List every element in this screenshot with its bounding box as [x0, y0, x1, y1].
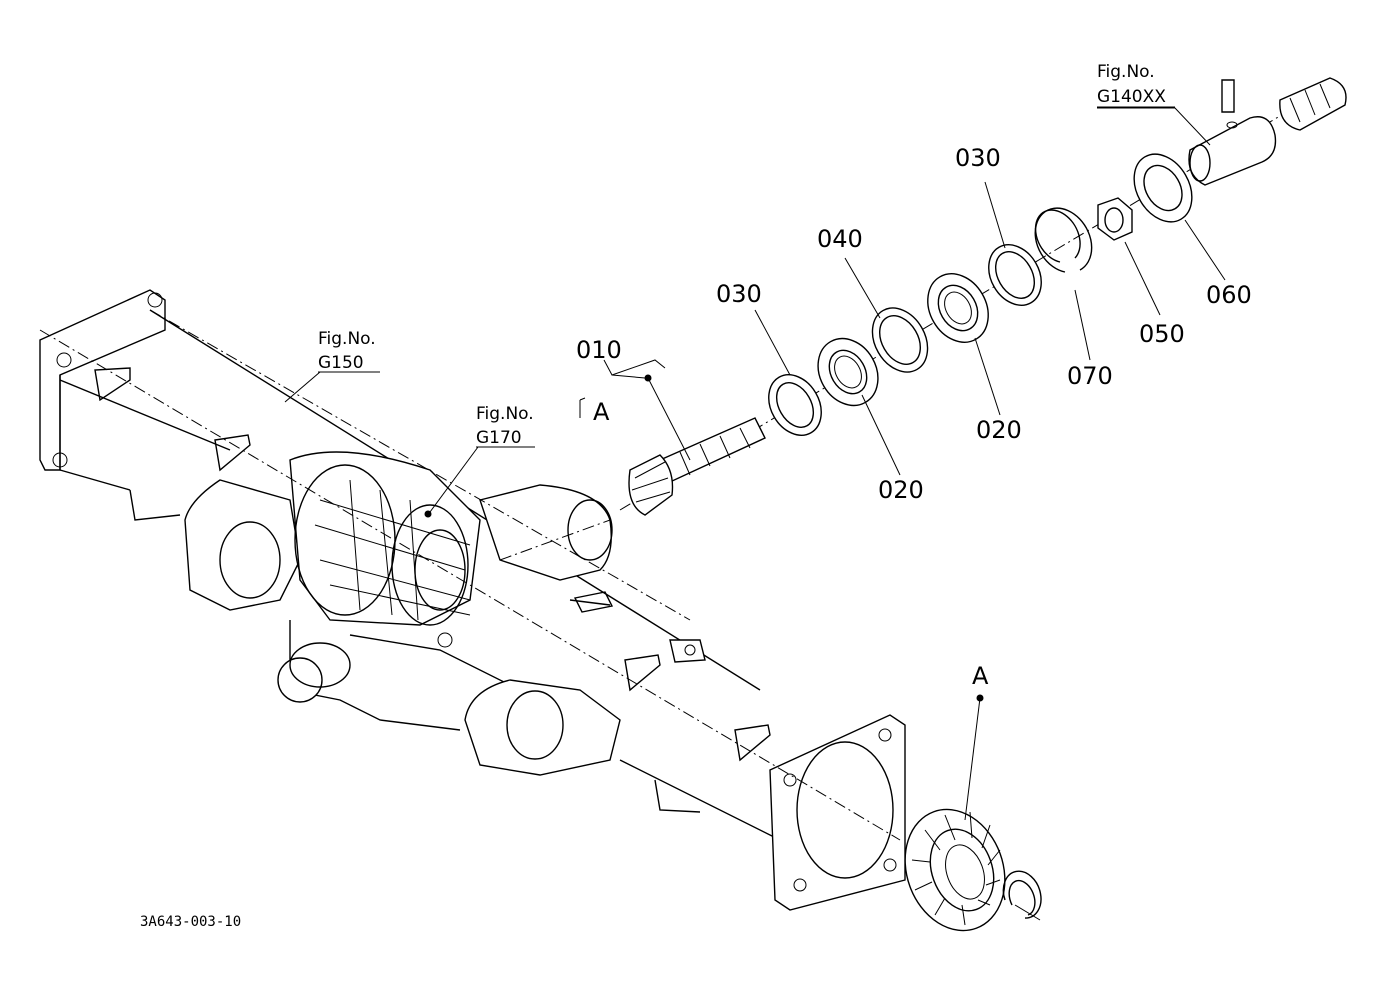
callout-050[interactable]: 050 — [1139, 320, 1185, 348]
figure-ref-g140-title: Fig.No. — [1097, 62, 1155, 82]
bearing-020-lower[interactable] — [806, 328, 889, 417]
ring-gear — [904, 808, 1042, 932]
figure-ref-g170[interactable]: Fig.No. G170 — [476, 404, 534, 448]
drawing-code: 3A643-003-10 — [140, 914, 241, 930]
bearing-020-upper[interactable] — [916, 263, 1000, 353]
detail-marker-a-bottom: A — [972, 662, 989, 690]
callout-020-upper[interactable]: 020 — [976, 416, 1022, 444]
callout-030-upper[interactable]: 030 — [955, 144, 1001, 172]
callout-060[interactable]: 060 — [1206, 281, 1252, 309]
ring-040[interactable] — [861, 298, 938, 382]
figure-ref-g150-title: Fig.No. — [318, 329, 376, 349]
figure-ref-g150-code[interactable]: G150 — [318, 353, 364, 373]
figure-ref-g170-code[interactable]: G170 — [476, 428, 522, 448]
coupling-sleeve — [1188, 77, 1347, 186]
figure-ref-g140-code[interactable]: G140XX — [1097, 87, 1166, 107]
pinion-shaft-010[interactable] — [628, 417, 766, 516]
detail-marker-a-top: A — [593, 398, 610, 426]
figure-ref-g170-title: Fig.No. — [476, 404, 534, 424]
callout-010[interactable]: 010 — [576, 336, 622, 364]
figure-ref-g150[interactable]: Fig.No. G150 — [318, 329, 376, 373]
snap-ring-070[interactable] — [1034, 207, 1093, 273]
callout-070[interactable]: 070 — [1067, 362, 1113, 390]
ring-030-lower[interactable] — [758, 365, 832, 444]
ring-030-upper[interactable] — [978, 235, 1052, 314]
nut-050[interactable] — [1097, 197, 1133, 241]
bearing-060[interactable] — [1122, 144, 1203, 232]
callout-040[interactable]: 040 — [817, 225, 863, 253]
figure-ref-g140[interactable]: Fig.No. G140XX — [1097, 62, 1166, 107]
callout-030-lower[interactable]: 030 — [716, 280, 762, 308]
leader-lines — [284, 107, 1226, 921]
callout-020-lower[interactable]: 020 — [878, 476, 924, 504]
